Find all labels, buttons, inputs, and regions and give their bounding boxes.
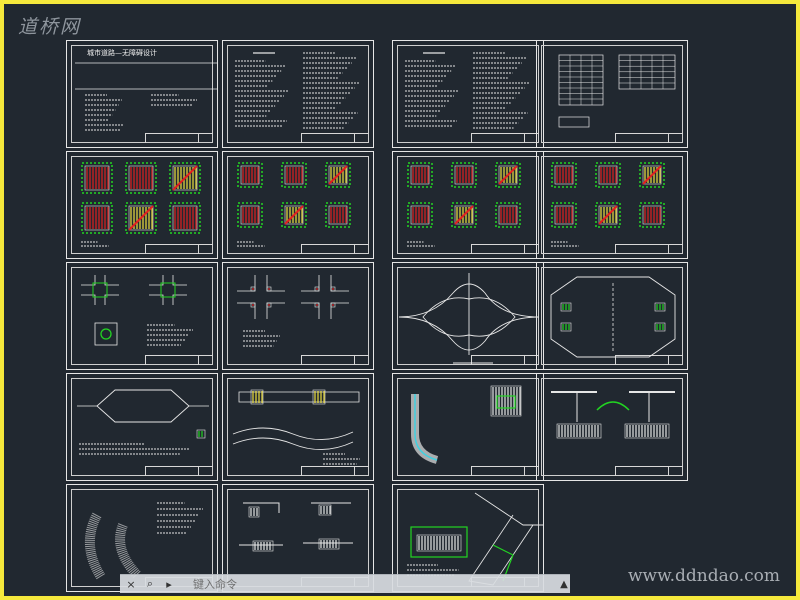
- sheet-border: [541, 267, 683, 365]
- drawing-sheet[interactable]: [392, 40, 544, 148]
- drawing-sheet[interactable]: [66, 373, 218, 481]
- drawing-sheet[interactable]: [536, 262, 688, 370]
- drawing-sheet[interactable]: [222, 151, 374, 259]
- sheet-drawing: [558, 54, 676, 128]
- sheet-drawing: [405, 52, 530, 129]
- title-block: [145, 244, 213, 254]
- title-block: [471, 133, 539, 143]
- sheet-border: [71, 45, 213, 143]
- sheet-border: [227, 45, 369, 143]
- sheet-drawing: [81, 162, 201, 247]
- sheet-drawing: [235, 52, 360, 129]
- sheet-drawing: [411, 385, 522, 464]
- command-line[interactable]: × ⌕ ▸ ▲: [120, 574, 570, 593]
- title-block: [615, 466, 683, 476]
- sheet-drawing: [237, 162, 351, 247]
- site-logo: 道桥网: [18, 16, 82, 38]
- sheet-drawing: [551, 391, 675, 439]
- sheet-drawing: [237, 275, 349, 347]
- close-icon[interactable]: ×: [126, 577, 136, 591]
- sheet-border: [541, 45, 683, 143]
- sheet-drawing: [398, 273, 540, 364]
- drawing-sheet[interactable]: [222, 40, 374, 148]
- sheet-drawing: [550, 276, 676, 358]
- cover-title: 城市道路—无障碍设计: [87, 49, 157, 57]
- drawing-sheet[interactable]: [222, 373, 374, 481]
- sheet-border: [227, 156, 369, 254]
- sheet-border: [397, 45, 539, 143]
- drawing-sheet[interactable]: [536, 40, 688, 148]
- sheet-drawing: [75, 62, 217, 131]
- title-block: [301, 466, 369, 476]
- recent-commands-icon[interactable]: ▸: [166, 577, 172, 591]
- watermark: www.ddndao.com: [628, 566, 780, 586]
- sheet-border: [71, 267, 213, 365]
- sheet-border: [541, 156, 683, 254]
- drawing-sheet[interactable]: [66, 151, 218, 259]
- sheet-border: [71, 156, 213, 254]
- drawing-sheet[interactable]: [536, 373, 688, 481]
- title-block: [471, 466, 539, 476]
- sheet-drawing: [239, 502, 353, 552]
- sheet-border: [227, 378, 369, 476]
- drawing-sheet[interactable]: [392, 151, 544, 259]
- title-block: [471, 244, 539, 254]
- sheet-drawing: [77, 389, 209, 455]
- title-block: [471, 355, 539, 365]
- sheet-border: [71, 378, 213, 476]
- title-block: [615, 244, 683, 254]
- drawing-sheet[interactable]: [66, 262, 218, 370]
- chevron-up-icon[interactable]: ▲: [560, 578, 568, 590]
- command-input[interactable]: [191, 576, 558, 592]
- sheet-drawing: [407, 162, 521, 247]
- sheet-drawing: [551, 162, 665, 247]
- title-block: [145, 133, 213, 143]
- title-block: [615, 355, 683, 365]
- search-icon[interactable]: ⌕: [146, 577, 154, 590]
- sheet-drawing: [81, 275, 193, 346]
- drawing-sheet[interactable]: 城市道路—无障碍设计: [66, 40, 218, 148]
- sheet-drawing: [232, 389, 360, 465]
- title-block: [301, 244, 369, 254]
- sheet-border: [397, 267, 539, 365]
- title-block: [301, 355, 369, 365]
- title-block: [301, 133, 369, 143]
- sheet-border: [397, 156, 539, 254]
- sheet-border: [227, 267, 369, 365]
- drawing-sheet[interactable]: [536, 151, 688, 259]
- sheet-border: [541, 378, 683, 476]
- drawing-sheet[interactable]: [392, 373, 544, 481]
- drawing-sheet[interactable]: [222, 262, 374, 370]
- drawing-sheet[interactable]: [392, 262, 544, 370]
- title-block: [145, 466, 213, 476]
- sheet-border: [397, 378, 539, 476]
- title-block: [145, 355, 213, 365]
- title-block: [615, 133, 683, 143]
- sheet-drawing: [84, 502, 203, 580]
- drawing-canvas[interactable]: 道桥网 城市道路—无障碍设计 www.ddndao.com: [4, 4, 796, 596]
